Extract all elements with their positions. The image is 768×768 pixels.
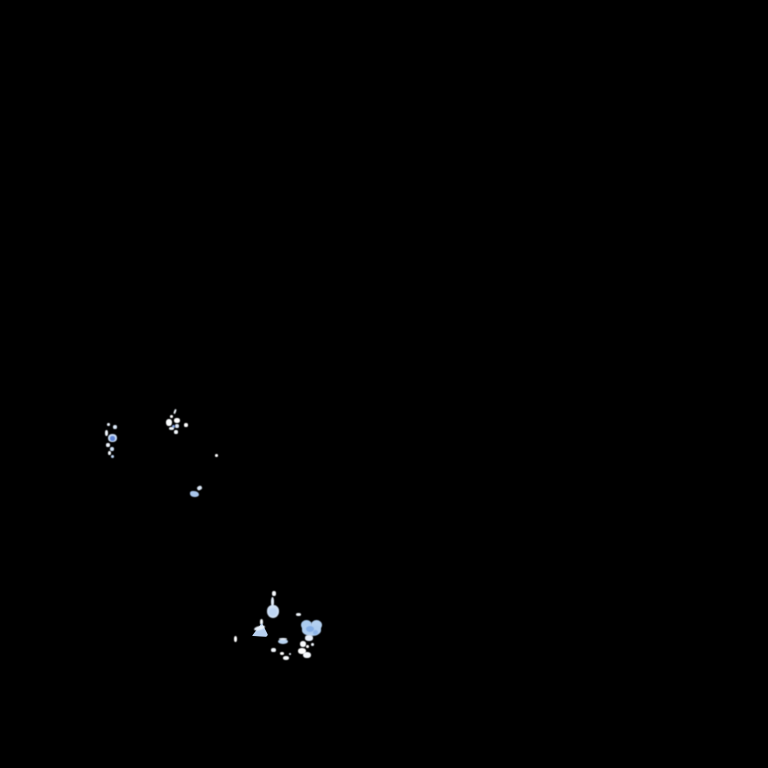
cloud-speck-north-cluster: [175, 424, 179, 428]
cloud-speck-west-chain: [106, 443, 110, 447]
cloud-speck-north-cluster: [173, 408, 177, 415]
cloud-speck-west-chain: [110, 447, 114, 451]
cloud-speck-lone: [215, 454, 218, 457]
cloud-speck-west-chain: [113, 425, 117, 429]
cloud-speck-west-chain: [105, 430, 108, 436]
cloud-deep-patch-heart: [306, 626, 314, 632]
cloud-dash-small-blob: [196, 485, 203, 491]
cloud-speck-south: [271, 648, 276, 652]
cloud-speck-lone: [234, 636, 237, 642]
cloud-oval-south: [278, 639, 288, 644]
cloud-core-north-cluster: [172, 425, 175, 428]
cloud-dash-heart: [296, 613, 301, 616]
cloud-deep-patch-heart: [313, 630, 318, 635]
cloud-speck-west-chain: [108, 451, 111, 455]
cloud-speck-north-cluster: [184, 423, 188, 427]
cloud-body-small-blob: [190, 491, 199, 497]
cloud-inner-flask: [269, 608, 277, 616]
cloud-speck-north-cluster: [169, 427, 174, 430]
cloud-speck-north-cluster: [174, 430, 178, 434]
cloud-mottle-heart: [300, 641, 306, 647]
cloud-neck-flask: [271, 597, 274, 607]
cloud-speck-west-chain: [107, 423, 110, 426]
cloud-mottle-heart: [303, 652, 311, 658]
cloud-speck-south: [280, 652, 284, 655]
cloud-speck-west-chain: [111, 455, 114, 458]
cloud-stem-triangle: [260, 619, 263, 625]
cloud-mottle-heart: [311, 643, 314, 646]
cloud-speck-north-cluster: [170, 415, 173, 418]
cloud-speck-north-cluster: [166, 419, 172, 426]
cloud-tip-heart: [305, 635, 313, 641]
cloud-core-west-chain: [110, 436, 115, 441]
cloud-speck-south: [283, 656, 289, 660]
cloud-mottle-heart: [298, 648, 306, 654]
cloud-speck-north-cluster: [174, 418, 180, 423]
cloud-edge-south: [279, 638, 287, 640]
cloud-cap-flask: [272, 591, 276, 596]
cloud-speck-south: [289, 653, 291, 655]
cloud-mottle-heart: [306, 645, 309, 648]
